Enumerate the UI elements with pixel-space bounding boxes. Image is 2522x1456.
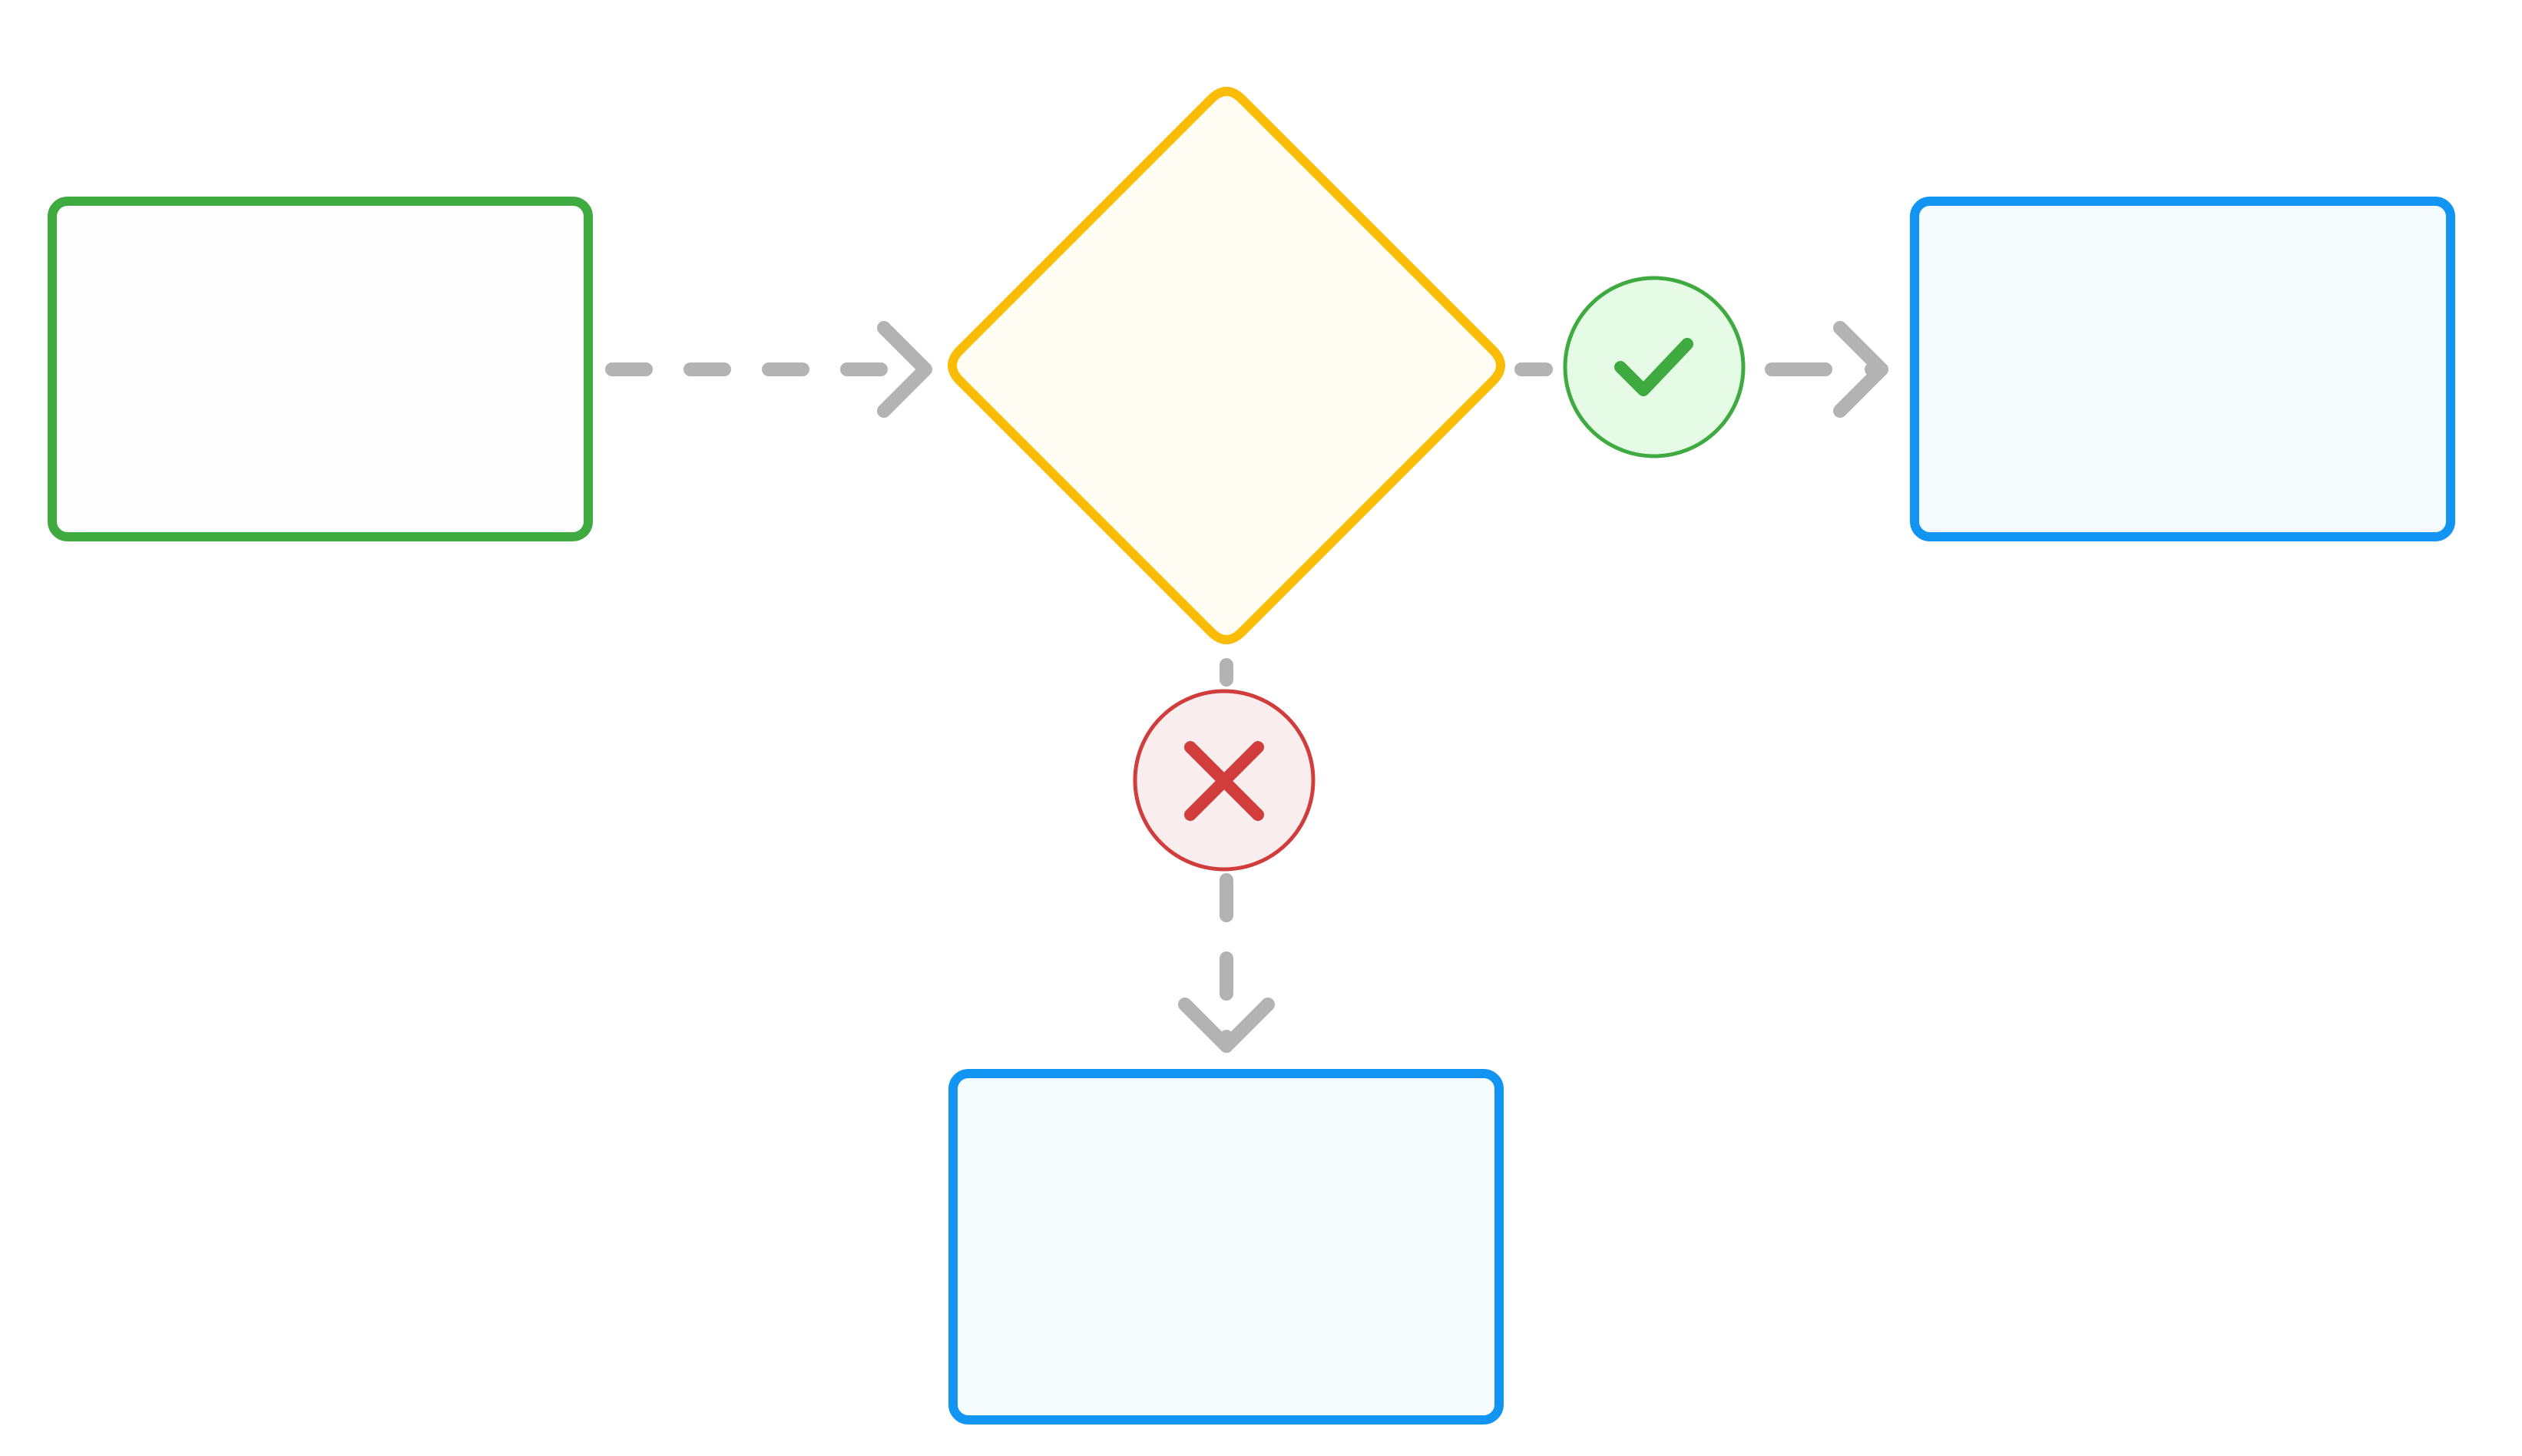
failure-badge (1133, 689, 1316, 872)
check-icon (1614, 338, 1693, 396)
edge-decision-to-yes (1514, 321, 1888, 418)
success-badge (1563, 276, 1746, 458)
no-outcome-node[interactable] (948, 1069, 1504, 1425)
edge-decision-to-no (1178, 658, 1275, 1053)
decision-node[interactable] (948, 87, 1505, 644)
cross-icon (1184, 741, 1264, 821)
start-node[interactable] (48, 197, 593, 541)
yes-outcome-node[interactable] (1910, 197, 2455, 541)
edge-start-to-decision (605, 321, 932, 418)
